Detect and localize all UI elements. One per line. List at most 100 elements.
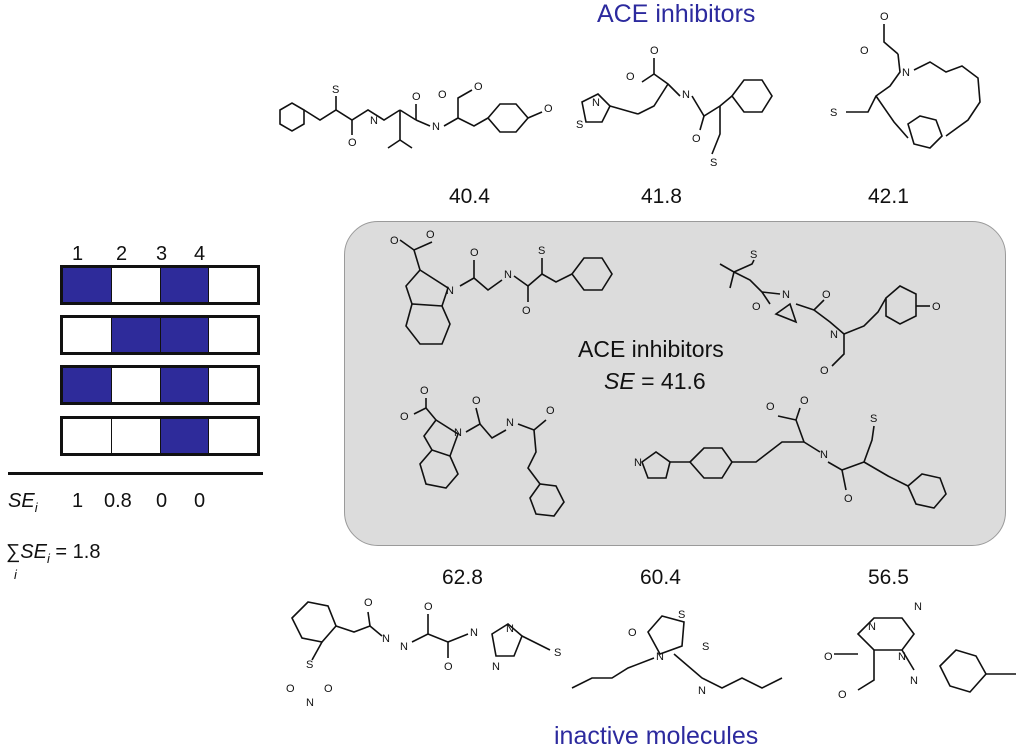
se-value-4: 0	[194, 490, 206, 512]
divider-line	[8, 472, 263, 475]
molecule-top-3: O O S N	[830, 11, 981, 149]
top-group-title: ACE inhibitors	[597, 0, 756, 28]
atom-label: O	[692, 133, 701, 145]
atom-label: O	[472, 395, 481, 407]
atom-label: N	[656, 651, 664, 663]
atom-label: N	[902, 67, 910, 79]
bit-cell-off	[63, 419, 112, 453]
atom-label: O	[766, 401, 775, 413]
molecule-bottom-1: O S O O N N N O O N N N S	[286, 597, 561, 709]
atom-label: O	[844, 493, 853, 505]
molecule-panel-2: S O N O O O N	[719, 249, 941, 377]
atom-label: N	[898, 651, 906, 663]
bottom-group-title: inactive molecules	[554, 722, 759, 750]
atom-label: S	[710, 157, 717, 169]
score-bottom-2: 60.4	[640, 566, 681, 589]
atom-label: O	[800, 395, 809, 407]
atom-label: N	[432, 121, 440, 133]
molecule-top-2: O O N N S O S	[576, 45, 773, 169]
atom-label: O	[838, 689, 847, 701]
se-sum-line: ∑SEi = 1.8	[6, 541, 100, 566]
sum-label: SE	[20, 541, 47, 563]
atom-label: S	[870, 413, 877, 425]
fingerprint-row	[60, 365, 260, 405]
fingerprint-row	[60, 315, 260, 355]
atom-label: N	[306, 697, 314, 709]
molecule-panel-1: O O N O N O S	[390, 229, 613, 345]
atom-label: O	[286, 683, 295, 695]
se-label: SE	[8, 490, 35, 512]
bit-index-3: 3	[156, 243, 168, 265]
bit-cell-on	[111, 318, 161, 352]
sum-value: = 1.8	[49, 541, 101, 563]
molecule-bottom-3: N N N O O N	[824, 601, 1016, 701]
bit-cell-on	[63, 268, 112, 302]
atom-label: O	[412, 91, 421, 103]
atom-label: O	[426, 229, 435, 241]
bit-cell-off	[209, 419, 257, 453]
atom-label: O	[474, 81, 483, 93]
atom-label: N	[868, 621, 876, 633]
atom-label: O	[546, 405, 555, 417]
atom-label: S	[678, 609, 685, 621]
atom-label: O	[424, 601, 433, 613]
score-top-1: 40.4	[449, 185, 490, 208]
atom-label: S	[332, 84, 339, 96]
atom-label: O	[860, 45, 869, 57]
atom-label: O	[544, 103, 553, 115]
atom-label: O	[420, 385, 429, 397]
fingerprint-row	[60, 265, 260, 305]
atom-label: O	[444, 661, 453, 673]
se-row-label: SEi	[8, 490, 38, 515]
score-bottom-1: 62.8	[442, 566, 483, 589]
bit-index-1: 1	[72, 243, 84, 265]
atom-label: N	[914, 601, 922, 613]
sum-symbol: ∑	[6, 541, 21, 563]
atom-label: N	[400, 641, 408, 653]
atom-label: S	[830, 107, 837, 119]
sum-index-label: i	[14, 567, 17, 582]
score-top-3: 42.1	[868, 185, 909, 208]
atom-label: O	[348, 137, 357, 149]
atom-label: N	[910, 675, 918, 687]
se-value-2: 0.8	[104, 490, 132, 512]
panel-se-label: SE	[604, 368, 635, 394]
reference-set-panel	[344, 221, 1006, 546]
bit-cell-off	[112, 368, 161, 402]
atom-label: O	[820, 365, 829, 377]
bit-cell-on	[160, 268, 210, 302]
atom-label: O	[400, 411, 409, 423]
atom-label: O	[752, 301, 761, 313]
atom-label: S	[576, 119, 583, 131]
fingerprint-row	[60, 416, 260, 456]
se-value-1: 1	[72, 490, 84, 512]
atom-label: N	[698, 685, 706, 697]
atom-label: O	[470, 247, 479, 259]
atom-label: O	[822, 289, 831, 301]
atom-label: N	[592, 97, 600, 109]
atom-label: O	[628, 627, 637, 639]
atom-label: N	[446, 285, 454, 297]
atom-label: O	[522, 305, 531, 317]
bit-cell-off	[112, 419, 161, 453]
atom-label: O	[364, 597, 373, 609]
bit-cell-on	[160, 318, 210, 352]
atom-label: O	[438, 89, 447, 101]
atom-label: N	[470, 627, 478, 639]
atom-label: O	[390, 235, 399, 247]
atom-label: N	[506, 623, 514, 635]
bit-index-2: 2	[116, 243, 128, 265]
molecule-panel-4: O O N N O S	[634, 395, 947, 509]
atom-label: S	[554, 647, 561, 659]
molecule-bottom-2: O S S N N	[571, 609, 783, 697]
atom-label: O	[324, 683, 333, 695]
bit-cell-off	[112, 268, 161, 302]
bit-cell-on	[63, 368, 112, 402]
atom-label: S	[306, 659, 313, 671]
atom-label: N	[830, 329, 838, 341]
atom-label: N	[454, 427, 462, 439]
sum-subscript: i	[46, 551, 50, 566]
atom-label: N	[506, 417, 514, 429]
bit-cell-off	[63, 318, 112, 352]
atom-label: O	[650, 45, 659, 57]
